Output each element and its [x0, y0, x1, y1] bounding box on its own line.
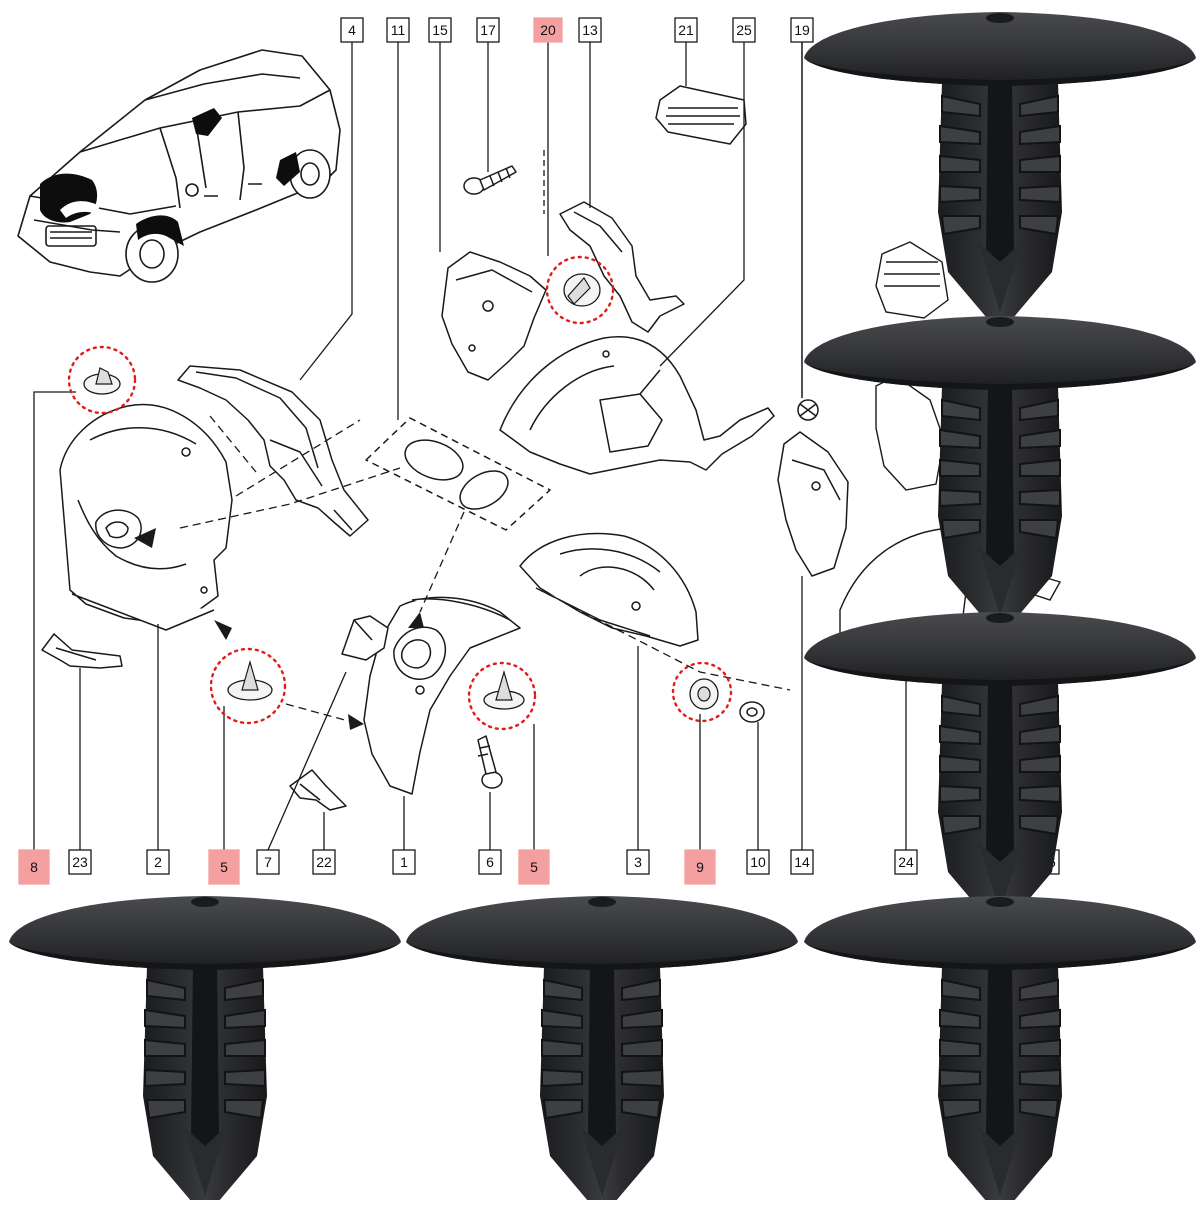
callout-number: 20: [540, 22, 556, 38]
highlight-circle-8: [67, 345, 137, 415]
wheel-arch-liner-25: [499, 336, 775, 475]
callout-label-bottom-7: 7: [256, 849, 280, 875]
push-clip-photo-4: [8, 895, 402, 1205]
wheel-arch-liner-14: [777, 431, 849, 577]
callout-number: 2: [154, 854, 162, 870]
callout-label-top-13: 13: [578, 17, 602, 43]
callout-label-top-20: 20: [533, 17, 563, 43]
seals-11: [365, 417, 551, 531]
callout-label-top-25: 25: [732, 17, 756, 43]
bracket-23: [41, 633, 123, 669]
car-illustration: [17, 49, 341, 283]
bracket-7: [341, 615, 389, 661]
screw-6: [477, 735, 503, 789]
screw-17: [463, 165, 517, 195]
callout-label-bottom-23: 23: [68, 849, 92, 875]
callout-label-bottom-5: 5: [208, 849, 240, 885]
callout-number: 22: [316, 854, 332, 870]
callout-label-bottom-3: 3: [626, 849, 650, 875]
direction-arrows: [134, 528, 424, 730]
wheel-arch-liner-3: [519, 532, 699, 647]
callout-number: 1: [400, 854, 408, 870]
callout-label-bottom-2: 2: [146, 849, 170, 875]
callout-number: 15: [432, 22, 448, 38]
callout-label-bottom-9: 9: [684, 849, 716, 885]
callout-label-bottom-10: 10: [746, 849, 770, 875]
wheel-arch-liner-1: [363, 596, 521, 795]
highlight-circle-5-left: [209, 647, 287, 725]
callout-label-top-15: 15: [428, 17, 452, 43]
callout-number: 14: [794, 854, 810, 870]
callout-label-top-4: 4: [340, 17, 364, 43]
highlight-circle-5-right: [467, 661, 537, 731]
wheel-arch-liner-15: [441, 251, 547, 381]
wheel-arch-liner-13: [559, 201, 685, 333]
highlight-circle-20: [545, 255, 615, 325]
callout-label-top-21: 21: [674, 17, 698, 43]
callout-label-top-11: 11: [386, 17, 410, 43]
callout-number: 21: [678, 22, 694, 38]
callout-label-top-19: 19: [790, 17, 814, 43]
callout-number: 4: [348, 22, 356, 38]
callout-number: 11: [391, 22, 406, 38]
nut-10: [739, 701, 765, 723]
callout-number: 7: [264, 854, 272, 870]
leader-lines: [33, 40, 907, 851]
callout-number: 23: [72, 854, 88, 870]
highlight-circle-9: [671, 661, 733, 723]
grommet-21: [655, 85, 747, 145]
callout-label-bottom-6: 6: [478, 849, 502, 875]
callout-number: 8: [30, 859, 38, 875]
callout-number: 5: [530, 859, 538, 875]
callout-label-bottom-22: 22: [312, 849, 336, 875]
push-clip-photo-5: [405, 895, 799, 1205]
fastener-19: [797, 399, 819, 421]
callout-number: 19: [794, 22, 810, 38]
callout-number: 5: [220, 859, 228, 875]
callout-number: 17: [480, 22, 496, 38]
bracket-22: [289, 769, 347, 811]
callout-label-bottom-5: 5: [518, 849, 550, 885]
callout-label-bottom-24: 24: [894, 849, 918, 875]
callout-label-top-17: 17: [476, 17, 500, 43]
callout-number: 3: [634, 854, 642, 870]
push-clip-photo-6: [803, 895, 1197, 1205]
callout-number: 24: [898, 854, 914, 870]
wheel-arch-liner-2: [59, 403, 233, 631]
callout-number: 6: [486, 854, 494, 870]
push-clip-photo-3: [803, 611, 1197, 925]
callout-number: 13: [582, 22, 598, 38]
callout-number: 9: [696, 859, 704, 875]
callout-number: 25: [736, 22, 752, 38]
callout-label-bottom-1: 1: [392, 849, 416, 875]
callout-number: 10: [750, 854, 766, 870]
callout-label-bottom-8: 8: [18, 849, 50, 885]
callout-label-bottom-14: 14: [790, 849, 814, 875]
push-clip-photo-1: [803, 11, 1197, 325]
